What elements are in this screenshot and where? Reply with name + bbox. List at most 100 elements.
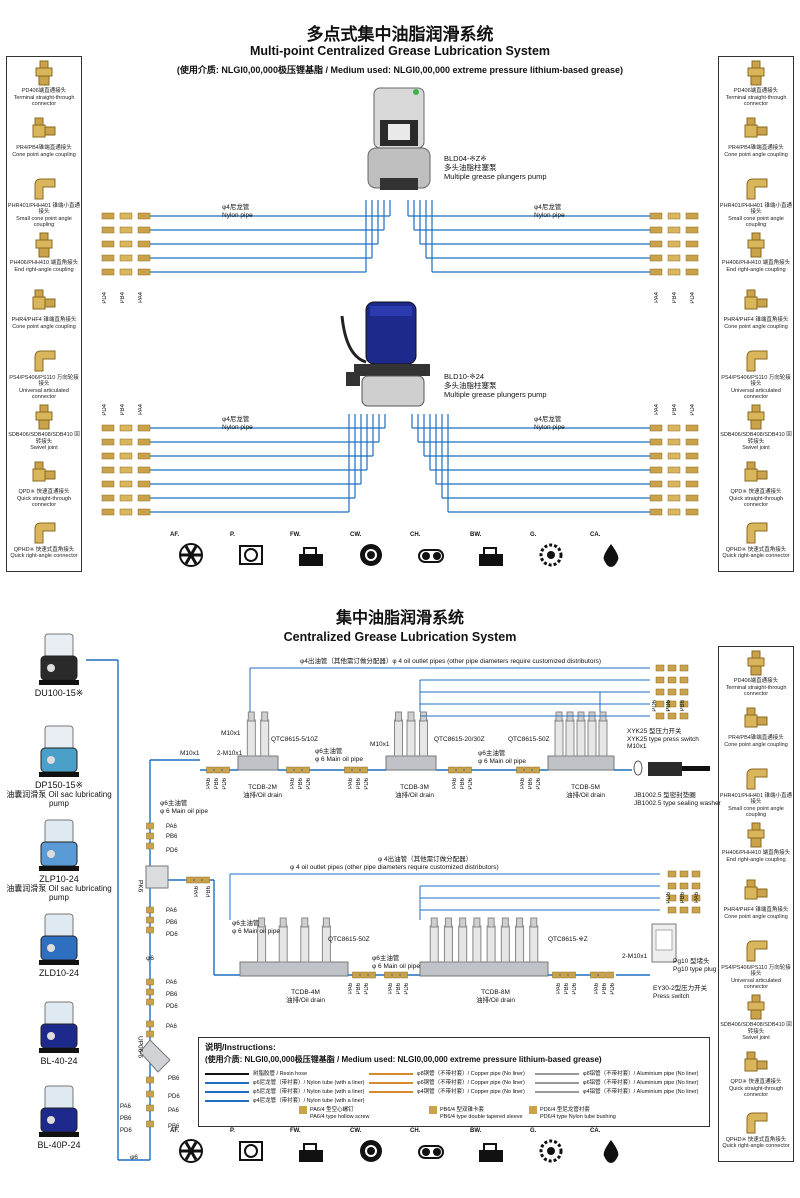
legend-swatch (535, 1090, 579, 1093)
application-icon: CH. (410, 1128, 450, 1164)
section1-title-en: Multi-point Centralized Grease Lubricati… (249, 44, 551, 58)
phi6-label-1: φ6 (146, 955, 154, 962)
legend-swatch (535, 1081, 579, 1084)
brass-connector (655, 700, 665, 708)
application-icon: AF. (170, 1128, 210, 1164)
pump1-label: BLD04-※Z※ 多头油脂柱塞泵 Multiple grease plunge… (444, 154, 547, 181)
application-symbol-icon (299, 547, 323, 566)
brass-connector (146, 842, 154, 850)
pump2-label: BLD10-※24 多头油脂柱塞泵 Multiple grease plunge… (444, 372, 547, 399)
pipe-connector (649, 480, 699, 488)
brass-connector (667, 664, 677, 672)
legend-swatch (205, 1072, 249, 1075)
side-fitting-code: SDB406/SDB408/SDB410 回转接头 (720, 432, 792, 445)
switch2-press: EY30-2型压力开关 Press switch (653, 985, 707, 1000)
brass-connector (456, 766, 464, 774)
application-symbol-icon (299, 1143, 323, 1162)
fitting-tag: PD6 (166, 848, 178, 854)
fitting-tag: PA6 (120, 1104, 131, 1110)
fitting-tag: PD6 (610, 983, 616, 995)
brass-connector (186, 876, 194, 884)
dist-bottom-1: QTC8615-50Z (328, 936, 370, 943)
application-label: CA. (590, 1128, 601, 1134)
side-fitting-code: PS4/PS406/PS110 万向轮接接头 (9, 374, 79, 388)
oil-outlet-mid: φ 4出油管（其他需订做分配器） (378, 856, 473, 863)
pump-name: ZLP10-24 (39, 874, 79, 884)
application-icon: AF. (170, 532, 210, 568)
brass-connector (524, 766, 532, 774)
side-fitting-en: Universal articulated connector (731, 387, 781, 401)
brass-connector (679, 882, 689, 890)
dist-top-2: QTC8615-20/30Z (434, 736, 485, 743)
pipe-connector (101, 466, 151, 474)
pipe-connector (101, 254, 151, 262)
brass-connector (202, 876, 210, 884)
brass-connector (667, 700, 677, 708)
application-icon: P. (230, 1128, 270, 1164)
main-pipe-en-1: φ 6 Main oil pipe (315, 756, 363, 763)
pipe-connector (101, 240, 151, 248)
brass-connector (655, 664, 665, 672)
pipe-connector (101, 212, 151, 220)
side-fitting-en: Cone point angle coupling (724, 151, 788, 158)
fitting-tag: PB6 (168, 1124, 180, 1130)
drain-top-2-cn: 油排/Oil drain (395, 791, 435, 799)
legend-text: 树脂胶管 / Resin hose (253, 1071, 308, 1077)
pipe-connector (649, 212, 699, 220)
side-fitting-en: Quick straight-through connector (728, 495, 784, 509)
main-pipe-cn-5: φ6主油管 (372, 955, 400, 962)
brass-fitting-icon (746, 768, 768, 790)
pipe-connector (101, 438, 151, 446)
part-en: PB6/4 type double tapered sleeve (440, 1113, 523, 1120)
fitting-tag: PB6 (120, 1116, 132, 1122)
fitting-tag: PA6 (452, 778, 458, 789)
fitting-tag: PB6 (166, 834, 178, 840)
pipe-connector (101, 226, 151, 234)
pump-column: DU100-15※DP150-15※油囊润滑泵 Oil sac lubricat… (4, 630, 114, 1170)
application-icon: CA. (590, 532, 630, 568)
brass-connector (368, 971, 376, 979)
pump-image-icon (39, 725, 79, 777)
switch2-c: EY30-2型压力开关 (653, 985, 708, 992)
fitting-tag: PD6 (364, 983, 370, 995)
pipe-label-left-2-cn: φ4尼龙管 (222, 416, 250, 423)
fitting-tag: PA6 (166, 1024, 177, 1030)
brass-part-icon (529, 1105, 537, 1114)
fitting-tag: PA6 (194, 886, 200, 897)
application-symbol-icon (179, 1139, 203, 1163)
drain-top-1-cn: 油排/Oil drain (243, 791, 283, 799)
fitting-tag: PA6 (520, 778, 526, 789)
brass-connector (146, 1104, 154, 1112)
brass-connector (360, 766, 368, 774)
brass-connector (679, 870, 689, 878)
brass-fitting-icon (747, 650, 765, 676)
oil-distributor (385, 711, 437, 771)
pump-bld04 (362, 80, 436, 198)
application-symbol-icon (360, 544, 382, 566)
brass-connector (667, 676, 677, 684)
brass-connector (691, 894, 701, 902)
application-icon: CH. (410, 532, 450, 568)
brass-connector (532, 766, 540, 774)
main-pipe-en-3: φ 6 Main oil pipe (160, 808, 208, 815)
fitting-tag: PD6 (120, 1128, 132, 1134)
part-en: PD6/4 type Nylon tube bushing (540, 1113, 616, 1120)
fitting-tag: PD6 (572, 983, 578, 995)
application-label: BW. (470, 1128, 482, 1134)
fitting-tag: PB6 (356, 778, 362, 790)
brass-connector (206, 766, 214, 774)
side-fitting-en: Terminal straight-through connector (725, 94, 787, 108)
brass-fitting-icon (35, 404, 53, 430)
brass-fitting-icon (744, 707, 768, 728)
pipe-connector (649, 240, 699, 248)
